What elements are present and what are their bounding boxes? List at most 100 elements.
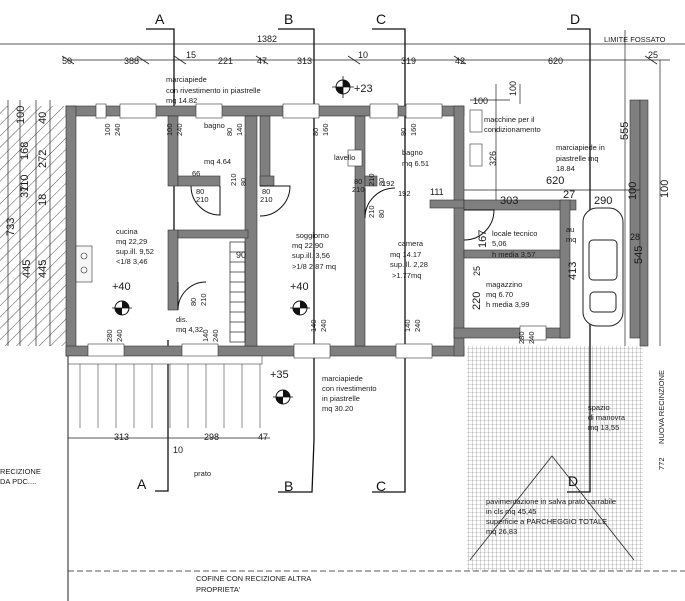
dim-42: 42 [455, 56, 465, 66]
o-100b: 100 [165, 123, 174, 136]
dis-name: dis. [176, 315, 188, 324]
d-192b: 192 [398, 189, 411, 198]
locale-h: h media 3,57 [492, 250, 535, 259]
b-240a: 240 [115, 329, 124, 342]
macchine-l1: macchine per il [484, 115, 535, 124]
dim-772: 772 [657, 457, 666, 470]
lavello-box [347, 149, 363, 167]
marc-r-l1: marciapiede in [556, 143, 605, 152]
d-66: 66 [192, 169, 200, 178]
o-160b: 160 [409, 123, 418, 136]
bd-298: 298 [204, 432, 219, 442]
magazzino-name: magazzino [486, 280, 522, 289]
marc-r-l3: 18.84 [556, 164, 575, 173]
bagno1-area: mq 4.64 [204, 157, 231, 166]
locale-name: locale tecnico [492, 229, 537, 238]
r-290: 290 [594, 195, 612, 207]
cofine-l1: COFINE CON RECIZIONE ALTRA [196, 574, 311, 583]
recinzione-l2: DA PDC.... [0, 477, 36, 486]
section-b-bot: B [284, 478, 293, 494]
marciapiede-top-l1: marciapiede [166, 75, 207, 84]
level-marker-soggiorno [290, 300, 310, 316]
r-545: 545 [633, 246, 645, 264]
bagno2-name: bagno [402, 148, 423, 157]
r-111: 111 [430, 187, 444, 197]
pav-l2: in cls mq 45,45 [486, 507, 536, 516]
section-a-bot: A [137, 476, 147, 492]
ac-unit-1 [469, 109, 483, 133]
marciapiede-top-l2: con rivestimento in piastrelle [166, 86, 261, 95]
lavello-label: lavello [334, 153, 355, 162]
r-220: 220 [471, 292, 483, 310]
limite-fossato: LIMITE FOSSATO [604, 35, 666, 44]
dim-313: 313 [297, 56, 312, 66]
cucina-sup: sup.ill. 9,52 [116, 247, 154, 256]
d-210f: 210 [367, 173, 376, 186]
spazio-l1: spazio [588, 403, 610, 412]
d-210b: 210 [260, 195, 273, 204]
parking-grid-area [467, 346, 643, 571]
r-167: 167 [477, 230, 489, 248]
r-27: 27 [563, 189, 575, 201]
b-280c: 280 [517, 331, 526, 344]
marc-bot-l1: marciapiede [322, 374, 363, 383]
left-hatch [0, 106, 68, 346]
b-280a: 280 [105, 329, 114, 342]
r-100: 100 [473, 96, 488, 106]
cucina-ratio: <1/8 3,46 [116, 257, 148, 266]
d-80d: 80 [377, 210, 386, 218]
b-240b: 240 [211, 329, 220, 342]
building-walls [65, 99, 649, 357]
d-210a: 210 [196, 195, 209, 204]
auto-name: au [566, 225, 574, 234]
stair-90: 90 [236, 250, 246, 260]
d-80a: 80 [196, 187, 204, 196]
camera-area: mq 14.17 [390, 250, 421, 259]
car-icon [582, 207, 624, 327]
dim-319: 319 [401, 56, 416, 66]
level-ext: +35 [270, 369, 289, 381]
dim-388: 388 [124, 56, 139, 66]
pav-l1: pavimentazione in salva prato carrabile [486, 497, 616, 506]
ac-unit-2 [469, 143, 483, 167]
dim-50: 50 [62, 56, 72, 66]
staircase [229, 241, 246, 343]
level-cucina: +40 [112, 281, 131, 293]
recinzione-l1: RECIZIONE [0, 467, 41, 476]
pav-l4: mq 26,83 [486, 527, 517, 536]
o-80a: 80 [225, 128, 234, 136]
magazzino-area: mq 6.70 [486, 290, 513, 299]
soggiorno-sup: sup.ill. 3,56 [292, 251, 330, 260]
d-210c: 210 [352, 185, 365, 194]
d-192a: 192 [382, 179, 395, 188]
section-c-bot: C [376, 478, 386, 494]
r-100c: 100 [627, 182, 639, 200]
section-d-top: D [570, 11, 580, 27]
soggiorno-area: mq 22.90 [292, 241, 323, 250]
bagno1-name: bagno [204, 121, 225, 130]
level-marker-ext [273, 389, 293, 405]
b-80: 80 [189, 298, 198, 306]
macchine-l2: condizionamento [484, 125, 541, 134]
right-dim-lines [464, 30, 661, 346]
r-25: 25 [472, 266, 482, 276]
camera-sup: sup.ill. 2,28 [390, 260, 428, 269]
auto-line2: mq [566, 235, 576, 244]
marc-bot-l4: mq 30.20 [322, 404, 353, 413]
r-100b: 100 [508, 81, 518, 96]
top-windows [95, 103, 443, 119]
bd-10: 10 [173, 445, 183, 455]
bd-47: 47 [258, 432, 268, 442]
level-marker-top [332, 76, 354, 98]
dis-area: mq 4,32 [176, 325, 203, 334]
r-620: 620 [546, 175, 564, 187]
dim-620: 620 [548, 56, 563, 66]
b-240e: 240 [527, 331, 536, 344]
pav-l3: superficie a PARCHEGGIO TOTALE [486, 517, 607, 526]
r-303: 303 [500, 195, 518, 207]
o-240a: 240 [113, 123, 122, 136]
bottom-windows [87, 325, 547, 359]
l-40: 40 [37, 112, 49, 124]
d-80e: 80 [239, 178, 248, 186]
